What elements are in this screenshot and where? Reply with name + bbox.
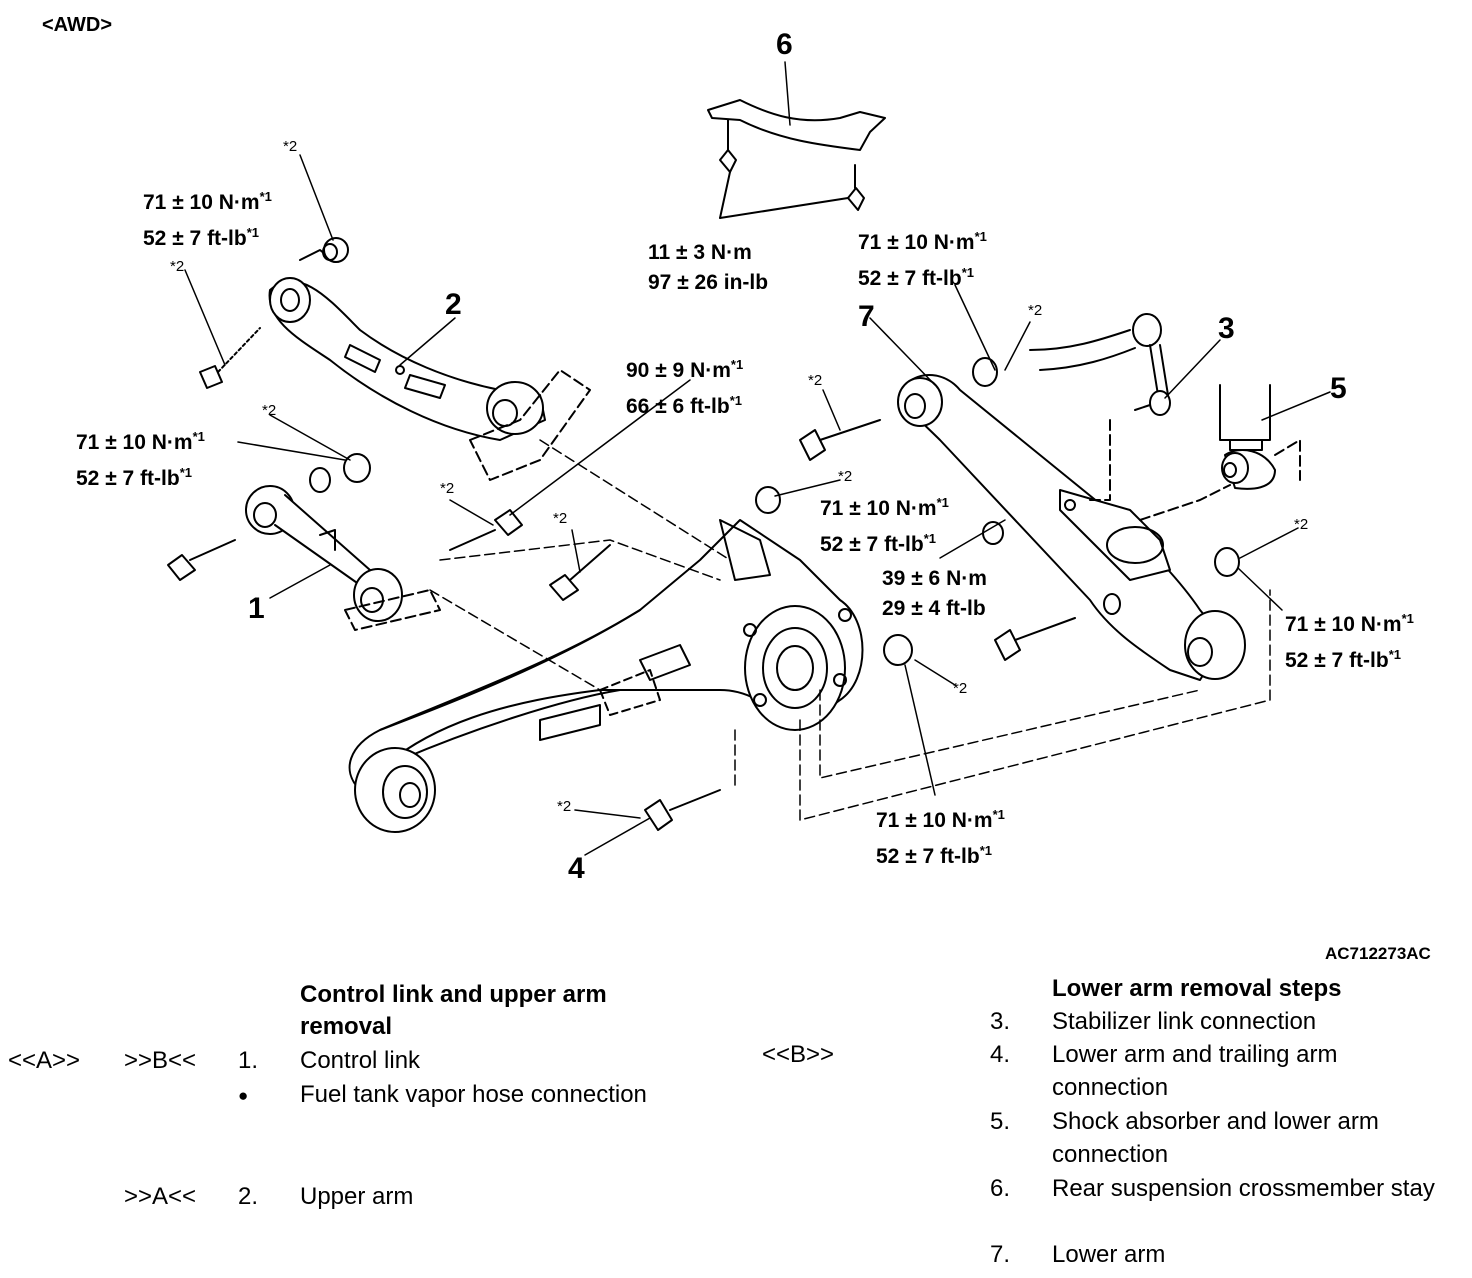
step-4-label: Lower arm and trailing arm connection: [1052, 1041, 1338, 1101]
shock-absorber: [1139, 384, 1301, 577]
left-procedure-title-line1: Control link and upper arm: [300, 981, 607, 1008]
stabilizer-link: [972, 313, 1171, 501]
torque-spec-trailing-arm: 71 ± 10 N·m*1 52 ± 7 ft-lb*1: [876, 807, 1005, 868]
step-6-number: 6.: [990, 1175, 1011, 1202]
step-4-number: 4.: [990, 1041, 1011, 1068]
torque-spec-shock-absorber: 71 ± 10 N·m*1 52 ± 7 ft-lb*1: [1285, 611, 1414, 672]
lower-arm: [799, 373, 1246, 681]
step-7-label: Lower arm: [1052, 1241, 1166, 1268]
fasteners: [449, 486, 1004, 831]
torque-spec-crossmember-stay: 11 ± 3 N·m 97 ± 26 in-lb: [648, 241, 769, 294]
suspension-exploded-diagram: <AWD> 6 2 7 3 5 1 4 *2 *2 *2 *2 *2 *2 *2…: [42, 14, 1431, 963]
step-1-number: 1.: [238, 1047, 259, 1074]
step-1-label: Control link: [300, 1047, 421, 1074]
star2-mark: *2: [1294, 516, 1309, 533]
step-2-label: Upper arm: [300, 1183, 414, 1210]
ref-b-installation: >>B<<: [124, 1047, 197, 1074]
step-5-label: Shock absorber and lower arm connection: [1052, 1108, 1379, 1168]
callout-7: 7: [858, 300, 875, 333]
star2-mark: *2: [838, 468, 853, 485]
star2-mark: *2: [557, 798, 572, 815]
callout-5: 5: [1330, 372, 1347, 405]
star2-mark: *2: [1028, 302, 1043, 319]
torque-spec-upper-arm-rear: 90 ± 9 N·m*1 66 ± 6 ft-lb*1: [626, 357, 744, 418]
leader-lines: [184, 61, 1331, 856]
star2-mark: *2: [262, 402, 277, 419]
step-3-label: Stabilizer link connection: [1052, 1008, 1317, 1035]
star2-mark: *2: [283, 138, 298, 155]
step-6-label: Rear suspension crossmember stay: [1052, 1175, 1435, 1202]
ref-a-removal: <<A>>: [8, 1047, 81, 1074]
torque-spec-hose-bracket: 39 ± 6 N·m 29 ± 4 ft-lb: [882, 567, 987, 620]
trailing-arm-knuckle: [348, 519, 864, 833]
callout-2: 2: [445, 288, 462, 321]
callout-3: 3: [1218, 312, 1235, 345]
callout-6: 6: [776, 28, 793, 61]
step-3-number: 3.: [990, 1008, 1011, 1035]
ref-b-removal: <<B>>: [762, 1041, 835, 1068]
step-5-number: 5.: [990, 1108, 1011, 1135]
star2-mark: *2: [170, 258, 185, 275]
variant-label: <AWD>: [42, 14, 113, 36]
star2-mark: *2: [953, 680, 968, 697]
figure-code: AC712273AC: [1325, 944, 1431, 963]
left-procedure-title-line2: removal: [300, 1013, 393, 1040]
step-7-number: 7.: [990, 1241, 1011, 1268]
callout-4: 4: [568, 852, 585, 885]
torque-spec-stabilizer-link: 71 ± 10 N·m*1 52 ± 7 ft-lb*1: [858, 229, 987, 290]
diagram-drawing: [167, 61, 1331, 856]
callout-1: 1: [248, 592, 265, 625]
torque-spec-upper-arm-front: 71 ± 10 N·m*1 52 ± 7 ft-lb*1: [143, 189, 272, 250]
torque-spec-lower-arm-front: 71 ± 10 N·m*1 52 ± 7 ft-lb*1: [820, 495, 949, 556]
star2-mark: *2: [553, 510, 568, 527]
upper-arm: [199, 237, 591, 481]
assembly-lines: [429, 439, 1271, 821]
bullet-icon: ●: [238, 1086, 249, 1105]
crossmember-stay: [707, 99, 886, 219]
right-procedure-title: Lower arm removal steps: [1052, 975, 1342, 1002]
star2-mark: *2: [808, 372, 823, 389]
step-2-number: 2.: [238, 1183, 259, 1210]
torque-spec-control-link: 71 ± 10 N·m*1 52 ± 7 ft-lb*1: [76, 429, 205, 490]
ref-a-installation: >>A<<: [124, 1183, 197, 1210]
control-link: [167, 453, 441, 631]
bullet-label: Fuel tank vapor hose connection: [300, 1081, 647, 1108]
star2-mark: *2: [440, 480, 455, 497]
